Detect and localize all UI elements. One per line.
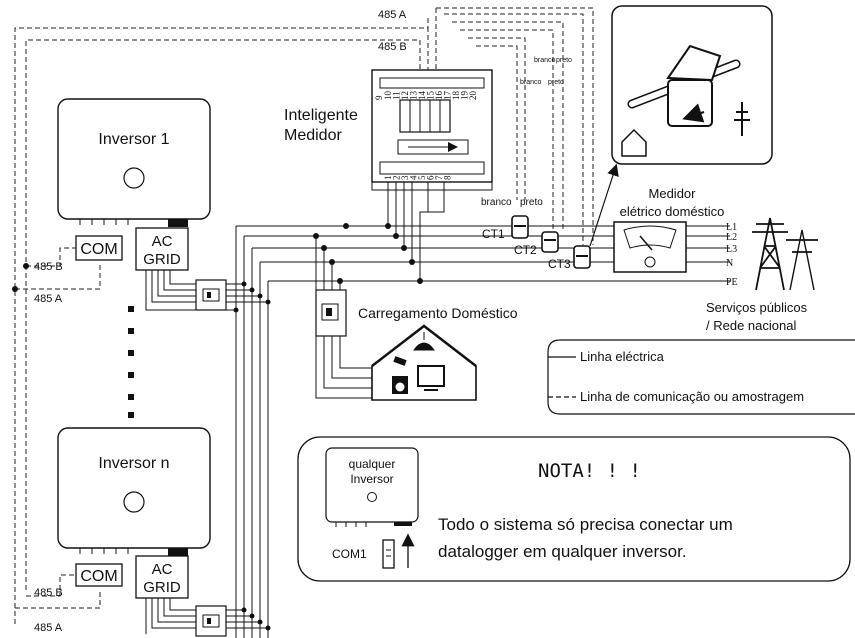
- inverter-n-grid-label: GRID: [143, 579, 181, 596]
- note-title: NOTA! ! !: [538, 460, 641, 482]
- terminal-6-label: 6: [426, 175, 436, 180]
- ct1-label: CT1: [482, 227, 505, 241]
- ct2-clamp-icon: [541, 231, 559, 253]
- inverter-n-com-label: COM: [80, 568, 117, 585]
- meter-wire-preto: preto: [556, 57, 572, 64]
- legend: Linha eléctrica Linha de comunicação ou …: [547, 339, 855, 415]
- terminal-7-label: 7: [434, 175, 444, 180]
- terminal-1-label: 1: [383, 176, 393, 181]
- terminal-3-label: 3: [400, 175, 410, 180]
- transmission-tower-icon: [752, 217, 818, 291]
- inverter-n-breaker: [195, 605, 227, 637]
- terminal-18-label: 18: [451, 91, 461, 101]
- note-text-2: datalogger em qualquer inversor.: [438, 542, 687, 561]
- bus-junction-a1: [12, 286, 18, 292]
- ct1-clamp-icon: [511, 215, 529, 239]
- note-inverter-label-2: Inversor: [350, 472, 393, 486]
- meter-wire-branco: branco: [534, 57, 556, 64]
- terminal-17-label: 17: [443, 91, 453, 101]
- inverter-n-indicator-icon: [123, 491, 145, 513]
- terminal-9-label: 9: [374, 95, 384, 100]
- terminal-8-label: 8: [443, 175, 453, 180]
- home-icon: [621, 128, 647, 157]
- grid-line-l3-label: L3: [726, 244, 737, 255]
- note-com1-label: COM1: [332, 547, 367, 561]
- inverter-n-ac-grid-port: [135, 555, 189, 599]
- ct2-label: CT2: [514, 243, 537, 257]
- inverter-n-ac-label: AC: [152, 561, 173, 578]
- terminal-10-label: 10: [383, 91, 393, 101]
- household-meter: [613, 221, 687, 273]
- home-load-label: Carregamento Doméstico: [358, 305, 518, 321]
- terminal-12-label: 12: [400, 91, 410, 100]
- terminal-20-label: 20: [468, 91, 478, 101]
- inverter-1-com-port: [75, 235, 123, 261]
- inverter-1-grid-label: GRID: [143, 251, 181, 268]
- ct-wire-preto: preto: [520, 197, 543, 208]
- label-485a-inv1: 485 A: [34, 293, 63, 305]
- inverter-1-com-label: COM: [80, 241, 117, 258]
- smart-meter-label-1: Inteligente: [284, 107, 358, 124]
- terminal-5-label: 5: [417, 175, 427, 180]
- grid-line-l2-label: L2: [726, 232, 737, 243]
- continuation-dots: [128, 306, 134, 418]
- inverter-1-ac-grid-port: [135, 227, 189, 271]
- inverter-n-com-port: [75, 563, 123, 587]
- ct-installation-illustration: [611, 5, 773, 165]
- grid-line-pe-label: PE: [726, 277, 738, 288]
- rs485-bus: [14, 7, 594, 624]
- terminal-16-label: 16: [434, 91, 444, 101]
- legend-comm-line: Linha de comunicação ou amostragem: [580, 389, 804, 404]
- terminal-15-label: 15: [426, 91, 436, 101]
- inverter-n-title: Inversor n: [98, 455, 169, 472]
- grid-line-l1-label: L1: [726, 222, 737, 233]
- pylon-icon: [734, 102, 750, 136]
- datalogger-icon: [382, 539, 395, 569]
- ct3-clamp-icon: [573, 245, 591, 269]
- grid-line-n-label: N: [726, 258, 733, 269]
- smart-meter-label-2: Medidor: [284, 127, 342, 144]
- legend-power-line: Linha eléctrica: [580, 349, 665, 364]
- meter-wire-branco-2: branco: [520, 79, 542, 86]
- inverter-1-ac-label: AC: [152, 233, 173, 250]
- inverter-1: Inversor 1: [57, 98, 211, 227]
- inverter-n: Inversor n: [57, 427, 211, 556]
- label-485a-top: 485 A: [378, 9, 407, 21]
- meter-wire-preto-2: preto: [548, 79, 564, 86]
- house-icon: [371, 324, 477, 401]
- household-meter-label-2: elétrico doméstico: [620, 204, 725, 219]
- inverter-1-title: Inversor 1: [98, 131, 169, 148]
- home-load-breaker: [315, 289, 347, 337]
- ct3-label: CT3: [548, 257, 571, 271]
- label-485a-invn: 485 A: [34, 622, 63, 634]
- smart-meter: [371, 69, 493, 191]
- bus-junction-b1: [23, 263, 29, 269]
- terminal-14-label: 14: [417, 91, 427, 101]
- terminal-13-label: 13: [409, 91, 419, 101]
- ct-wire-branco: branco: [481, 197, 512, 208]
- terminal-19-label: 19: [460, 91, 470, 101]
- power-junctions: [233, 223, 423, 631]
- grid-label-2: / Rede nacional: [706, 318, 796, 333]
- grid-label-1: Serviços públicos: [706, 300, 808, 315]
- terminal-4-label: 4: [409, 175, 419, 180]
- label-485b-inv1: 485 B: [34, 261, 63, 273]
- label-485b-top: 485 B: [378, 41, 407, 53]
- note-inverter-label-1: qualquer: [349, 457, 396, 471]
- household-meter-label-1: Medidor: [649, 186, 697, 201]
- terminal-2-label: 2: [392, 176, 402, 181]
- inverter-1-breaker: [195, 279, 227, 311]
- terminal-11-label: 11: [392, 91, 402, 100]
- note-text-1: Todo o sistema só precisa conectar um: [438, 515, 733, 534]
- note-box: [297, 436, 851, 582]
- inverter-1-indicator-icon: [123, 167, 145, 189]
- label-485b-invn: 485 B: [34, 587, 63, 599]
